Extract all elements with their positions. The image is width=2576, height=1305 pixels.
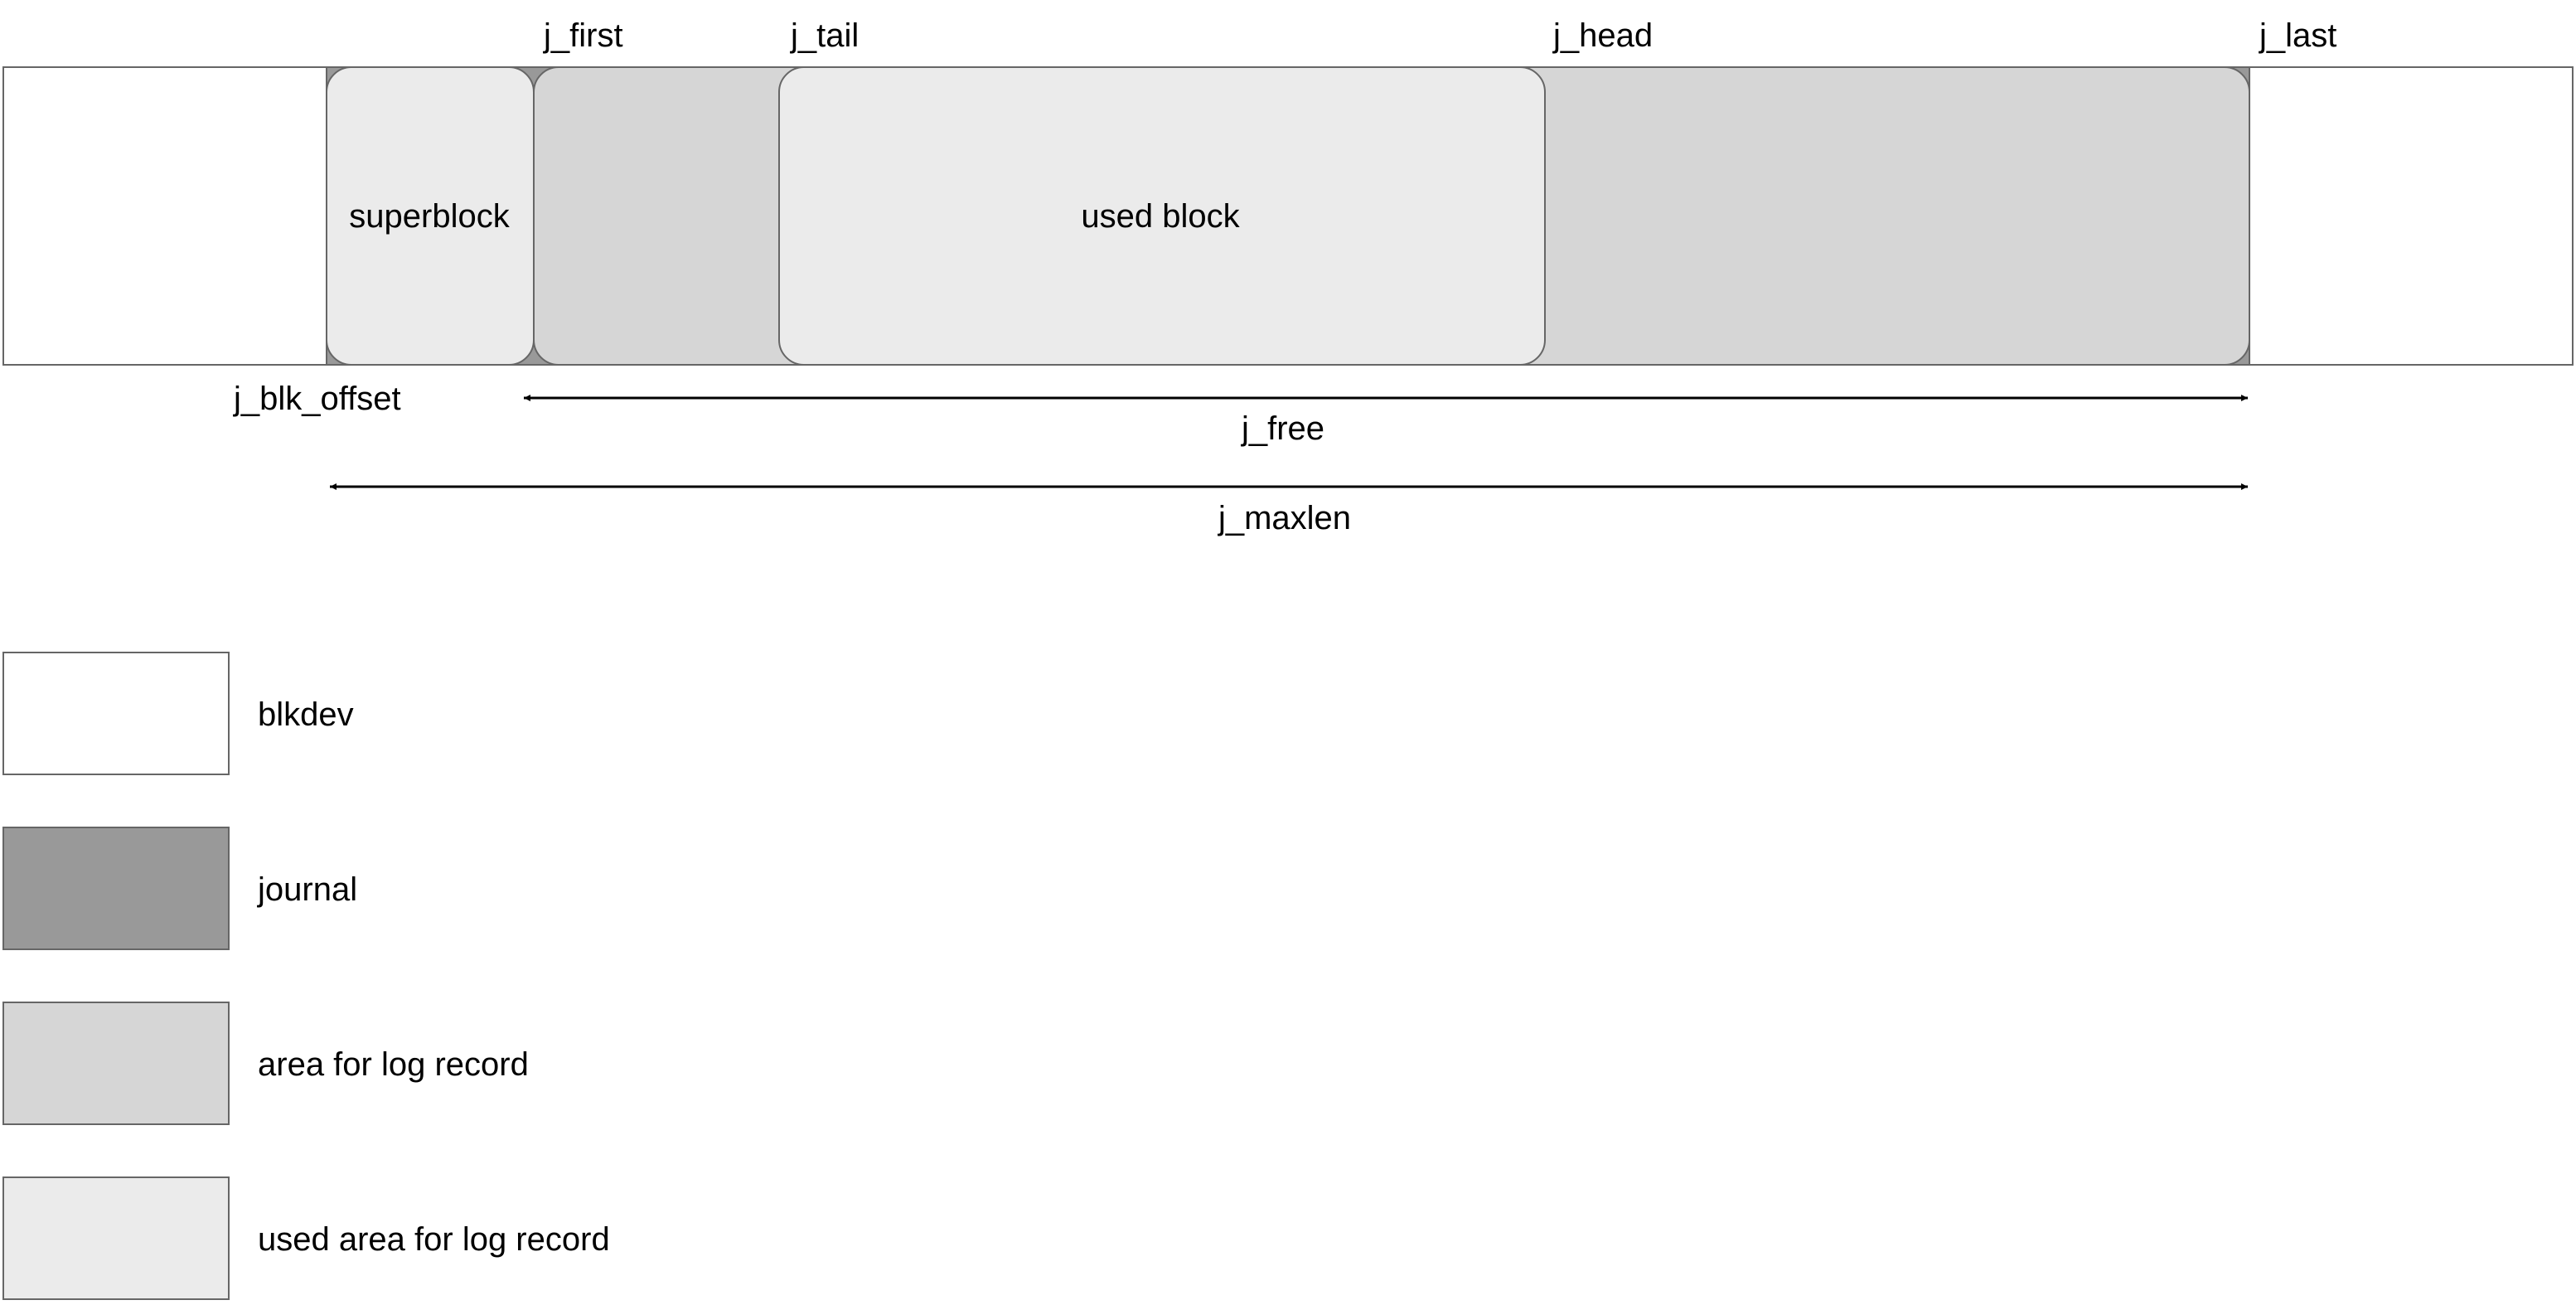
legend: blkdev journal area for log record used … (2, 652, 610, 1300)
legend-swatch-journal (2, 827, 230, 950)
j-first-label: j_first (543, 17, 623, 54)
legend-swatch-blkdev (2, 652, 230, 775)
j-tail-label: j_tail (790, 17, 859, 54)
legend-label-journal: journal (257, 871, 357, 908)
j-blk-offset-label: j_blk_offset (233, 381, 401, 417)
legend-label-used-log-record-area: used area for log record (258, 1221, 610, 1258)
superblock-label: superblock (349, 198, 510, 235)
legend-label-log-record-area: area for log record (258, 1046, 529, 1083)
j-maxlen-label: j_maxlen (1218, 500, 1351, 536)
j-free-label: j_free (1241, 410, 1324, 447)
j-head-label: j_head (1552, 17, 1653, 54)
legend-swatch-used-log-record-area (2, 1176, 230, 1300)
used-block (778, 66, 1546, 366)
used-block-label: used block (1081, 198, 1240, 235)
j-last-label: j_last (2259, 17, 2336, 54)
legend-label-blkdev: blkdev (258, 696, 354, 733)
legend-swatch-log-record-area (2, 1002, 230, 1125)
